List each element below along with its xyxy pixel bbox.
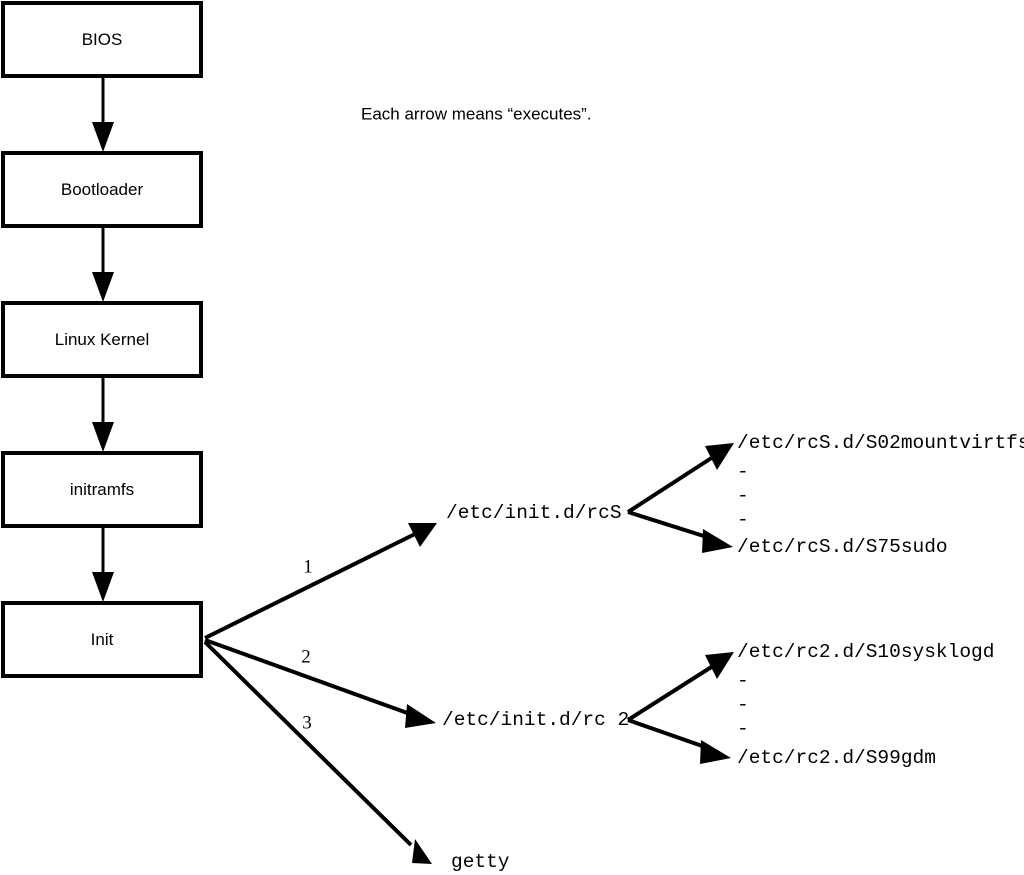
- branch-3-number: 3: [302, 712, 312, 733]
- rcs-subtree: /etc/rcS.d/S02mountvirtfs - - - /etc/rcS…: [626, 432, 1024, 558]
- rc2-last-script-label[interactable]: /etc/rc2.d/S99gdm: [737, 747, 936, 769]
- boot-chain-nodes: BIOS Bootloader Linux Kernel initramfs I…: [1, 1, 203, 678]
- rc2-subtree: /etc/rc2.d/S10sysklogd - - - /etc/rc2.d/…: [626, 641, 994, 769]
- rcs-edge-first: [626, 443, 734, 514]
- node-init-label: Init: [91, 630, 114, 649]
- arrow-bootloader-to-kernel: [92, 227, 114, 302]
- arrow-kernel-to-initramfs: [92, 377, 114, 452]
- rcs-ellipsis-dash: -: [737, 461, 749, 483]
- node-bootloader[interactable]: Bootloader: [1, 151, 203, 228]
- arrow-head-icon: [92, 572, 114, 602]
- rc2-ellipsis-dash: -: [737, 670, 749, 692]
- arrow-head-icon: [702, 529, 733, 553]
- rc2-edge-first: [626, 652, 734, 722]
- branch-3-edge: 3: [203, 640, 432, 864]
- node-init-box: [1, 601, 203, 678]
- node-linux-kernel-label: Linux Kernel: [55, 330, 150, 349]
- branch-2-number: 2: [301, 646, 311, 667]
- node-linux-kernel[interactable]: Linux Kernel: [1, 301, 203, 378]
- arrow-head-icon: [92, 122, 114, 152]
- arrow-head-icon: [92, 272, 114, 302]
- rcs-edge-last: [627, 510, 733, 553]
- arrow-head-icon: [705, 443, 734, 470]
- init-branch-targets: /etc/init.d/rcS /etc/init.d/rc 2 getty: [442, 502, 629, 873]
- arrow-head-icon: [705, 652, 734, 679]
- branch-2-edge: 2: [204, 638, 436, 728]
- rc2-ellipsis-dash: -: [737, 718, 749, 740]
- node-bios-label: BIOS: [82, 30, 123, 49]
- rcs-ellipsis-dash: -: [737, 509, 749, 531]
- node-initramfs-box: [1, 451, 203, 528]
- branch-1-edge: 1: [204, 523, 437, 640]
- target-rcs-label[interactable]: /etc/init.d/rcS: [446, 502, 622, 524]
- arrow-head-icon: [412, 839, 432, 864]
- target-getty-label[interactable]: getty: [451, 851, 510, 873]
- rc2-ellipsis-dash: -: [737, 694, 749, 716]
- node-bios-box: [1, 1, 203, 78]
- node-initramfs-label: initramfs: [70, 480, 134, 499]
- arrow-head-icon: [408, 523, 437, 547]
- branch-1-number: 1: [303, 556, 313, 577]
- node-initramfs[interactable]: initramfs: [1, 451, 203, 528]
- node-linux-kernel-box: [1, 301, 203, 378]
- boot-chain-arrows: [92, 77, 114, 602]
- node-bootloader-box: [1, 151, 203, 228]
- node-bios[interactable]: BIOS: [1, 1, 203, 78]
- init-branch-edges: 1 2 3: [203, 523, 437, 864]
- legend-annotation: Each arrow means “executes”.: [361, 104, 592, 123]
- rc2-first-script-label[interactable]: /etc/rc2.d/S10sysklogd: [737, 641, 994, 663]
- arrow-initramfs-to-init: [92, 527, 114, 602]
- arrow-bios-to-bootloader: [92, 77, 114, 152]
- rcs-ellipsis-dash: -: [737, 485, 749, 507]
- target-rc2-label[interactable]: /etc/init.d/rc 2: [442, 709, 629, 731]
- rcs-first-script-label[interactable]: /etc/rcS.d/S02mountvirtfs: [737, 432, 1024, 454]
- arrow-head-icon: [405, 704, 436, 728]
- node-bootloader-label: Bootloader: [61, 180, 144, 199]
- rc2-edge-last: [627, 718, 731, 764]
- node-init[interactable]: Init: [1, 601, 203, 678]
- arrow-head-icon: [700, 740, 731, 764]
- arrow-head-icon: [92, 422, 114, 452]
- rcs-last-script-label[interactable]: /etc/rcS.d/S75sudo: [737, 536, 948, 558]
